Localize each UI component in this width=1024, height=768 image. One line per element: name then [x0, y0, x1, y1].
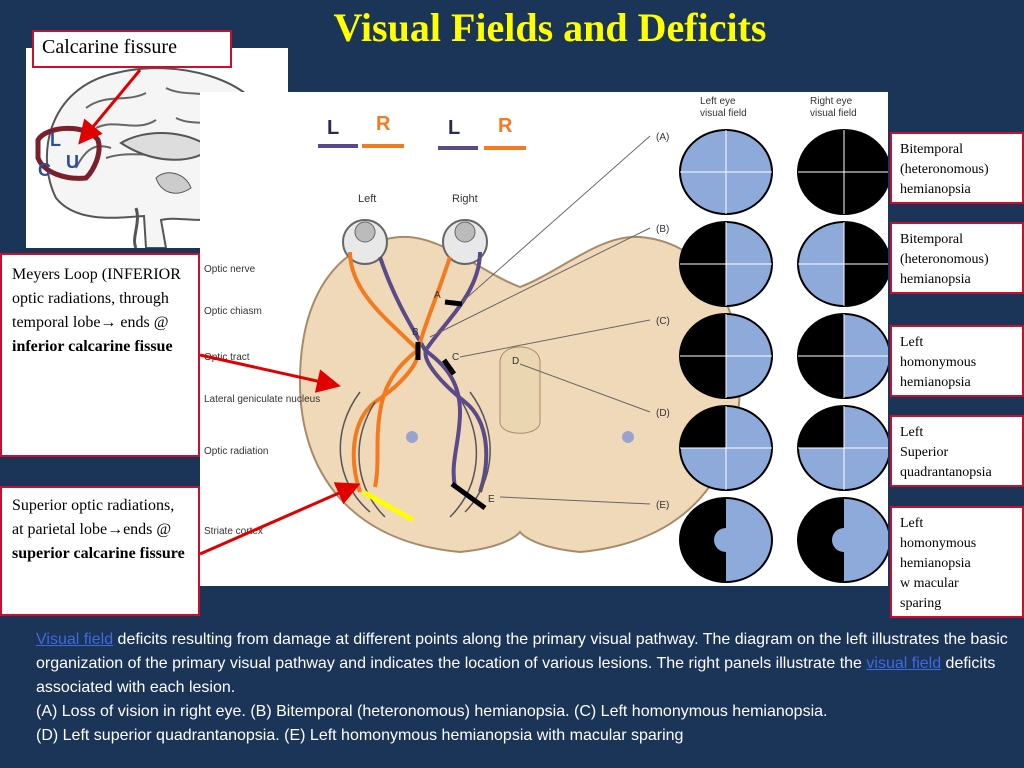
right-eye-header-2: visual field [810, 108, 857, 119]
caption-line-3: (D) Left superior quadrantanopsia. (E) L… [36, 727, 684, 744]
lesion-a: A [434, 290, 441, 301]
label-optic-radiation: Optic radiation [204, 446, 268, 457]
label-optic-nerve: Optic nerve [204, 264, 256, 275]
label-c: C [38, 160, 51, 180]
lesion-d: D [512, 356, 519, 367]
right-eye-header-1: Right eye [810, 96, 853, 107]
meyers-bold: inferior calcarine fissue [12, 338, 173, 355]
visual-field-link-2[interactable]: visual field [866, 655, 942, 672]
visual-field-link[interactable]: Visual field [36, 631, 114, 648]
result-box-b: Bitemporal (heteronomous) hemianopsia [890, 222, 1024, 294]
left-eye-header-2: visual field [700, 108, 747, 119]
result-c-line-1: Left [900, 335, 924, 350]
row-c: (C) [656, 316, 670, 327]
result-e-line-1: Left [900, 516, 924, 531]
result-b-line-3: hemianopsia [900, 272, 971, 287]
page-title: Visual Fields and Deficits [333, 5, 767, 50]
result-b-line-2: (heteronomous) [900, 252, 989, 267]
left-side-label: Left [358, 193, 376, 205]
caption: Visual field deficits resulting from dam… [36, 628, 1024, 748]
result-a-line-2: (heteronomous) [900, 162, 989, 177]
left-eye-header-1: Left eye [700, 96, 736, 107]
result-d-line-2: Superior [900, 445, 949, 460]
lr-label-3: L [448, 117, 460, 139]
label-lgn: Lateral geniculate nucleus [204, 394, 320, 405]
result-a-line-1: Bitemporal [900, 142, 963, 157]
label-optic-chiasm: Optic chiasm [204, 306, 262, 317]
superior-bold: superior calcarine fissure [12, 545, 185, 562]
result-e-line-2: homonymous [900, 536, 977, 551]
result-box-e: Left homonymous hemianopsia w macular sparin… [890, 506, 1024, 618]
result-b-line-1: Bitemporal [900, 232, 963, 247]
field-b-left [679, 221, 773, 307]
calcarine-fissure-callout: Calcarine fissure [32, 30, 232, 68]
lr-label-4: R [498, 115, 513, 137]
superior-text: Superior optic radiations, at parietal l… [12, 497, 175, 538]
result-d-line-1: Left [900, 425, 924, 440]
lr-label-2: R [376, 113, 391, 135]
right-side-label: Right [452, 193, 478, 205]
superior-radiations-callout: Superior optic radiations, at parietal l… [0, 486, 200, 616]
meyers-text: Meyers Loop (INFERIOR optic radiations, … [12, 266, 181, 331]
meyers-text-2: ends @ [116, 314, 169, 331]
row-b: (B) [656, 224, 669, 235]
field-e-right [797, 497, 891, 583]
lr-label-1: L [327, 117, 339, 139]
result-e-line-4: w macular [900, 576, 959, 591]
result-c-line-3: hemianopsia [900, 375, 971, 390]
field-c-left [679, 313, 773, 399]
meyers-arrow: → [100, 314, 117, 331]
row-e: (E) [656, 500, 669, 511]
label-striate-cortex: Striate cortex [204, 526, 263, 537]
label-optic-tract: Optic tract [204, 352, 250, 363]
lesion-c: C [452, 352, 459, 363]
result-e-line-3: hemianopsia [900, 556, 971, 571]
meyers-loop-callout: Meyers Loop (INFERIOR optic radiations, … [0, 253, 200, 457]
caption-text-2: deficits associated with each lesion. [36, 655, 996, 696]
field-c-right [797, 313, 891, 399]
field-e-left [679, 497, 773, 583]
caption-line-2: (A) Loss of vision in right eye. (B) Bit… [36, 703, 828, 720]
result-a-line-3: hemianopsia [900, 182, 971, 197]
result-e-line-5: sparing [900, 596, 942, 611]
caption-text-1: deficits resulting from damage at differ… [36, 631, 1008, 672]
result-box-c: Left homonymous hemianopsia [890, 325, 1024, 397]
row-d: (D) [656, 408, 670, 419]
result-d-line-3: quadrantanopsia [900, 465, 992, 480]
result-box-a: Bitemporal (heteronomous) hemianopsia [890, 132, 1024, 204]
row-a: (A) [656, 132, 669, 143]
lesion-e: E [488, 494, 495, 505]
result-c-line-2: homonymous [900, 355, 977, 370]
label-l: L [50, 130, 61, 150]
field-d-right [797, 405, 891, 491]
superior-arrow: → [107, 521, 124, 538]
superior-text-2: ends @ [123, 521, 172, 538]
label-u: U [66, 152, 79, 172]
field-a-right [797, 129, 891, 215]
lesion-b: B [412, 327, 419, 338]
visual-pathway-diagram: L R L R Left Right A B C [200, 92, 891, 586]
field-d-left [679, 405, 773, 491]
field-a-left [679, 129, 773, 215]
field-b-right [797, 221, 891, 307]
